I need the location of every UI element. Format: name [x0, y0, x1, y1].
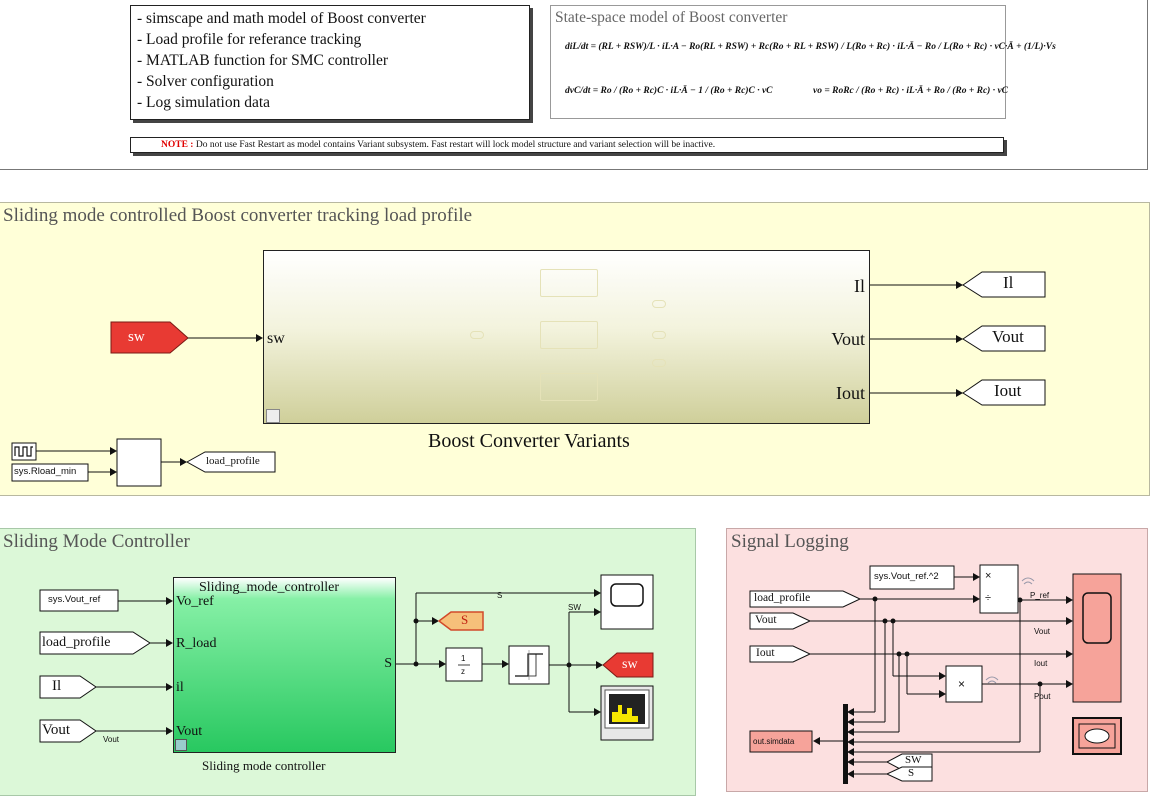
- boost-converter-variants-subsystem[interactable]: sw Il Vout Iout: [263, 250, 870, 424]
- subsystem-output-il: Il: [854, 276, 865, 296]
- sliding-mode-controller-block[interactable]: Sliding_mode_controller Vo_ref R_load il…: [173, 577, 396, 753]
- sw-log-from-tag[interactable]: SW: [905, 754, 922, 766]
- load-profile-goto-tag[interactable]: load_profile: [206, 455, 260, 467]
- to-workspace-label[interactable]: out.simdata: [753, 737, 795, 746]
- contents-item: - simscape and math model of Boost conve…: [137, 10, 426, 27]
- variant-badge-icon: [266, 409, 280, 423]
- contents-item: - Load profile for referance tracking: [137, 31, 362, 48]
- state-space-eq-2: dvC/dt = Ro / (Ro + Rc)C · iL·Ā − 1 / (R…: [565, 86, 773, 96]
- vout-log-from-shape: [749, 612, 812, 630]
- state-space-box: State-space model of Boost converter diL…: [550, 5, 1056, 119]
- vout-signal-label: Vout: [103, 735, 120, 744]
- contents-item: - Log simulation data: [137, 94, 271, 111]
- power-out-product-block: [945, 665, 983, 703]
- to-workspace-block: [749, 730, 813, 753]
- vout-ref-squared-label[interactable]: sys.Vout_ref.^2: [874, 571, 939, 582]
- matlab-function-icon: [175, 739, 187, 751]
- integrator-numerator: 1: [461, 654, 466, 663]
- smc-port-r-load: R_load: [176, 636, 217, 651]
- iout-log-signal-label: Iout: [1034, 659, 1048, 668]
- sw-goto-tag-shape: [602, 652, 654, 678]
- note-prefix: NOTE :: [161, 140, 194, 150]
- contents-item: - Solver configuration: [137, 73, 274, 90]
- model-contents-list: - simscape and math model of Boost conve…: [130, 5, 530, 120]
- divide-divide-sign: ÷: [985, 592, 992, 604]
- variant-port-ghost: [470, 331, 484, 339]
- sw-signal-label: SW: [568, 603, 581, 612]
- power-ref-divide-block: [979, 564, 1019, 614]
- smc-port-vout: Vout: [176, 724, 203, 739]
- divide-multiply-sign: ×: [985, 570, 992, 582]
- iout-log-from-shape: [749, 645, 812, 663]
- iout-goto-tag-shape: [962, 379, 1046, 406]
- vout-ref-constant[interactable]: sys.Vout_ref: [48, 594, 101, 605]
- variant-port-ghost: [652, 331, 666, 339]
- iout-goto-tag[interactable]: Iout: [994, 381, 1022, 400]
- variant-choice-ghost: [540, 321, 598, 349]
- smc-port-il: il: [176, 680, 184, 695]
- subsystem-input-sw: sw: [267, 330, 285, 347]
- smc-output-s: S: [384, 656, 392, 671]
- contents-item: - MATLAB function for SMC controller: [137, 52, 388, 69]
- variant-choice-ghost: [540, 269, 598, 297]
- s-goto-tag[interactable]: S: [461, 612, 469, 627]
- il-from-shape: [39, 675, 97, 699]
- sw-from-tag[interactable]: sw: [128, 329, 145, 345]
- vout-goto-tag[interactable]: Vout: [992, 327, 1024, 346]
- fast-restart-note: NOTE : Do not use Fast Restart as model …: [130, 137, 1004, 153]
- load-profile-log-from-tag[interactable]: load_profile: [754, 592, 811, 604]
- p-ref-signal-label: P_ref: [1030, 591, 1050, 600]
- logging-area-title: Signal Logging: [731, 531, 849, 552]
- smc-port-vo-ref: Vo_ref: [176, 594, 214, 609]
- integrator-denominator: z: [461, 667, 465, 676]
- subsystem-output-vout: Vout: [831, 329, 865, 349]
- top-annotation-area: [0, 0, 1148, 170]
- sw-goto-tag[interactable]: sw: [622, 657, 638, 672]
- s-goto-tag-shape: [437, 611, 484, 631]
- product-sign: ×: [958, 677, 966, 691]
- il-goto-tag[interactable]: Il: [1003, 273, 1014, 292]
- vout-goto-tag-shape: [962, 325, 1046, 352]
- state-space-eq-3: vo = RoRc / (Ro + Rc) · iL·Ā + Ro / (Ro …: [813, 86, 1009, 96]
- s-log-from-tag[interactable]: S: [908, 767, 915, 779]
- variant-choice-ghost: [540, 373, 598, 401]
- signal-mux-block: [843, 704, 848, 784]
- load-profile-from-tag[interactable]: load_profile: [42, 635, 111, 650]
- state-space-eq-1: diL/dt = (RL + RSW)/L · iL·A − Ro(RL + R…: [565, 42, 1056, 52]
- note-text: Do not use Fast Restart as model contain…: [195, 140, 716, 150]
- smc-block-title: Sliding_mode_controller: [199, 580, 339, 595]
- smc-block-caption: Sliding mode controller: [202, 758, 326, 773]
- rload-constant-label[interactable]: sys.Rload_min: [14, 466, 77, 477]
- load-profile-multiply-block: [116, 438, 162, 487]
- subsystem-output-iout: Iout: [836, 383, 865, 403]
- vout-log-signal-label: Vout: [1034, 627, 1051, 636]
- sw-from-tag-shape: [110, 321, 189, 354]
- load-profile-log-from-shape: [749, 590, 862, 608]
- il-from-tag[interactable]: Il: [52, 678, 62, 694]
- variant-port-ghost: [652, 359, 666, 367]
- vout-from-shape: [39, 719, 97, 743]
- smc-area-title: Sliding Mode Controller: [3, 531, 190, 552]
- s-log-from-shape: [885, 766, 933, 782]
- s-signal-label: S: [497, 591, 503, 600]
- vout-log-from-tag[interactable]: Vout: [755, 614, 777, 626]
- il-goto-tag-shape: [962, 271, 1046, 298]
- boost-area-title: Sliding mode controlled Boost converter …: [3, 205, 473, 226]
- pout-signal-label: Pout: [1034, 692, 1051, 701]
- iout-log-from-tag[interactable]: Iout: [756, 647, 775, 659]
- vout-from-tag[interactable]: Vout: [42, 722, 71, 738]
- variant-port-ghost: [652, 300, 666, 308]
- load-profile-goto-shape: [185, 451, 276, 473]
- state-space-title: State-space model of Boost converter: [555, 9, 788, 26]
- load-profile-from-shape: [39, 631, 151, 655]
- boost-subsystem-caption: Boost Converter Variants: [428, 430, 630, 452]
